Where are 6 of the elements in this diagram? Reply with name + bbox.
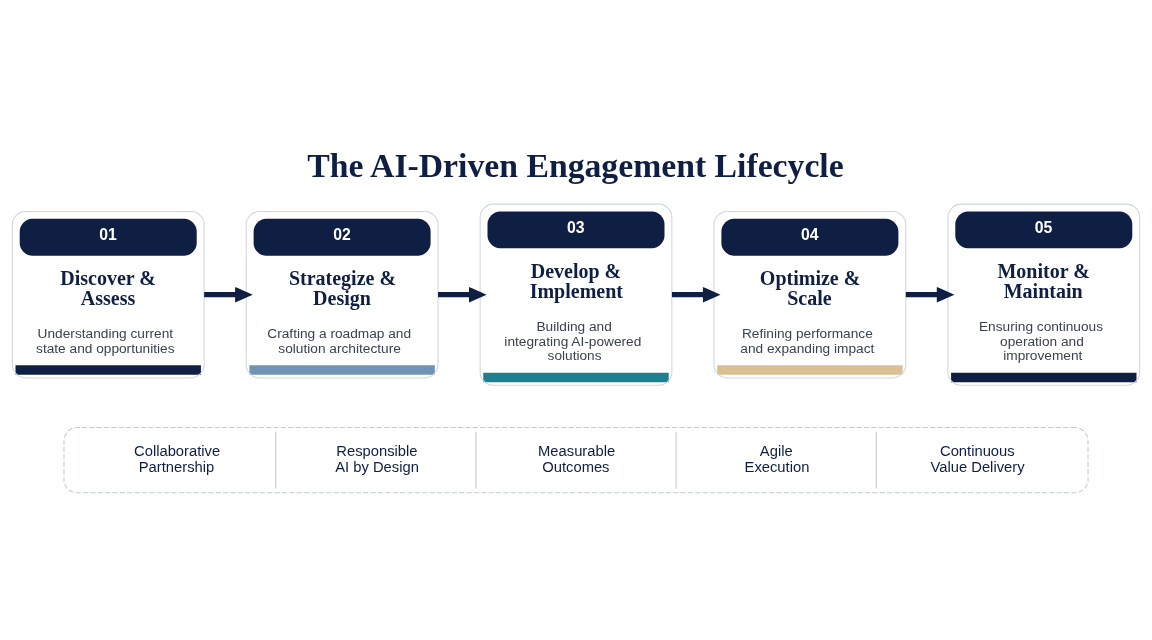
arrow — [671, 287, 721, 303]
node-box: Collaborative Partnership Responsible AI by Design Measurable Outcomes Agile Execution Continuous Value Delivery — [63, 426, 1089, 494]
arrow — [438, 287, 487, 303]
diagram-title: The AI-Driven Engagement Lifecycle — [307, 147, 844, 185]
arrow — [204, 287, 253, 303]
arrow — [905, 287, 955, 303]
